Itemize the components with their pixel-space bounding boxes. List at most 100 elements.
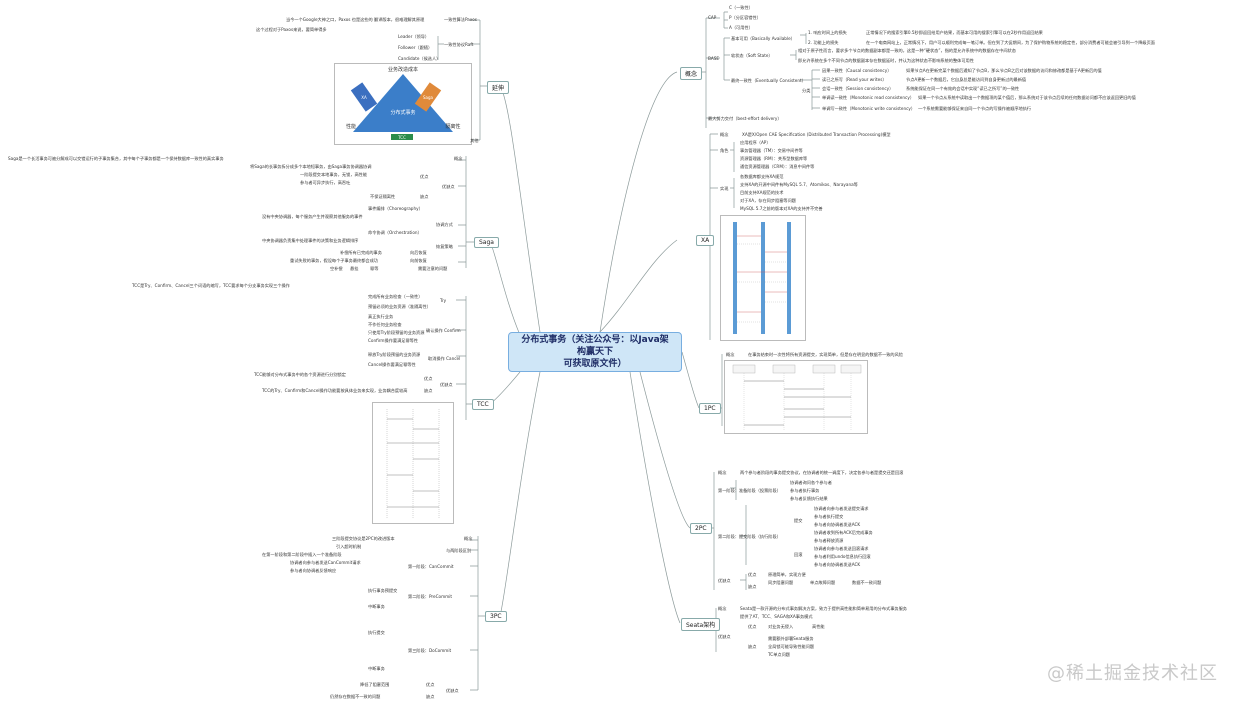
pc3-d1: 引入超时机制 [336, 544, 362, 549]
base-ec4d: 如果一个节点从系统中读取出一个数据项的某个值后，那么系统对于该节点后续的任何数据… [918, 95, 1136, 100]
center-topic[interactable]: 分布式事务（关注公众号：以Java架构赢天下可获取原文件） [508, 332, 682, 372]
seata-con1: 需要额外部署Seata服务 [768, 636, 814, 641]
pc3-conceptd: 三阶段提交协议是2PC的改进版本 [332, 536, 395, 541]
saga-rc1d: 补偿所有已完成的事务 [340, 250, 382, 255]
xa-i4: 对于XA，存在同步阻塞等问题 [740, 198, 796, 203]
extend-e2t: 一致性协议Raft [444, 42, 474, 47]
base-ec3d: 系统能保证在同一个有效的会话中实现“读已之所写”的一致性 [906, 86, 1020, 91]
tcc-try: Try [440, 298, 447, 303]
cap-a: A（可用性） [729, 25, 753, 30]
base-ss1: 相对于原子性而言，要求多个节点的数据副本都是一致的，这是一种“硬状态”，指的是允… [798, 48, 1016, 53]
center-line1: 分布式事务（关注公众号：以Java架构赢天下 [521, 335, 669, 357]
tcc-sequence-image [372, 402, 454, 524]
link-concept [599, 71, 678, 333]
pc2-p2c: 参与者执行提交 [814, 514, 844, 519]
link-2pc [639, 371, 691, 529]
link-xa [599, 239, 678, 333]
extend-triangle-image: 业务改造成本 性能 隔离性 分布式事务 TCC XA Saga [334, 63, 472, 145]
tcc-cf1: 真正执行业务 [368, 314, 394, 319]
xa-r3: 资源管理器（RM）：关系型数据库等 [740, 156, 808, 161]
extend-follower: Follower（跟随） [398, 45, 433, 50]
saga-rc2: 向前恢复 [410, 258, 427, 263]
pc2-p2a: 提交 [794, 518, 803, 523]
topic-3pc[interactable]: 3PC [485, 611, 507, 622]
saga-recover: 恢复策略 [436, 244, 453, 249]
saga-is2: 悬挂 [350, 266, 359, 271]
base-ss: 软状态（Soft State） [731, 53, 773, 58]
label-cap: CAP [708, 15, 717, 20]
pc2-p1c: 参与者反馈执行结果 [790, 496, 828, 501]
seata-conceptd: Seata是一款开源的分布式事务解决方案，致力于提供高性能和简单易用的分布式事务… [740, 606, 907, 611]
xa-i2: 支持XA的开源中间件有MySQL 5.7、Atomikos、Narayana等 [740, 182, 858, 187]
label-base: BASE [708, 56, 720, 61]
pc2-p2d: 参与者向协调者发送ACK [814, 522, 861, 527]
saga-m1: 事件编排（Choreography） [368, 206, 423, 211]
base-ba2d: 在一个电商网站上，正常情况下，用户可以顺利完成每一笔订单。但在到了大促期间，为了… [866, 40, 1155, 45]
saga-is1: 空补偿 [330, 266, 343, 271]
topic-seata[interactable]: Seata架构 [681, 618, 721, 631]
pc3-ph2: 第二阶段：PreCommit [408, 594, 453, 599]
pc2-con3: 数据不一致问题 [852, 580, 882, 585]
xa-i5: MySQL 5.7之前的版本对XA的支持并不完善 [740, 206, 823, 211]
xa-r4: 通信资源管理器（CRM）：消息中间件等 [740, 164, 815, 169]
topic-concept[interactable]: 概念 [680, 67, 703, 80]
topic-1pc[interactable]: 1PC [699, 403, 721, 414]
topic-2pc[interactable]: 2PC [690, 523, 712, 534]
base-ec1d: 如果节点A在更新完某个数据后通知了节点B，那么节点B之后对该数据的访问和修改都是… [906, 68, 1102, 73]
tcc-prod: TCC能够对分布式事务中的各个资源进行分别锁定 [254, 372, 346, 377]
saga-rc1: 向后恢复 [410, 250, 427, 255]
seata-conceptd2: 提供了AT、TCC、SAGA和XA事务模式 [740, 614, 813, 619]
base-be: 最大努力交付（best-effort delivery） [708, 116, 782, 121]
pc3-concept: 概念 [464, 536, 473, 541]
tcc-confirm: 确认操作 Confirm [426, 328, 461, 333]
topic-saga[interactable]: Saga [474, 237, 499, 248]
seata-pro: 优点 [748, 624, 757, 629]
pc2-phase1: 第一阶段：准备阶段（投票阶段） [718, 488, 781, 493]
base-ecsub: 分类 [802, 88, 811, 93]
pc1-sequence-image [724, 360, 868, 434]
seata-concept: 概念 [718, 606, 727, 611]
pc2-pros: 优缺点 [718, 578, 731, 583]
pc2-p2i: 参与者利用undo信息执行回滚 [814, 554, 871, 559]
xa-impl: 实现 [720, 186, 729, 191]
tcc-intro: TCC是Try、Confirm、Cancel三个词语的缩写，TCC要求每个分支事… [132, 283, 290, 288]
xa-r2: 事务管理器（TM）：交易中间件等 [740, 148, 803, 153]
extend-e1t: 一致性算法Paxos [444, 17, 477, 22]
pc3-cond: 仍然存在数据不一致的问题 [330, 694, 381, 699]
base-ec3: 会话一致性（Session consistency） [822, 86, 894, 91]
watermark: @稀土掘金技术社区 [1047, 663, 1218, 684]
base-ec5d: 一个系统需要能够保证来自同一个节点的写操作被顺序地执行 [918, 106, 1032, 111]
link-3pc [499, 371, 541, 617]
topic-xa[interactable]: XA [696, 235, 715, 246]
pc2-concept: 概念 [718, 470, 727, 475]
seata-con3: TC单点问题 [768, 652, 790, 657]
pc2-p2g: 回滚 [794, 552, 803, 557]
topic-tcc[interactable]: TCC [472, 399, 494, 410]
pc3-diff: 与两阶段区别 [446, 548, 472, 553]
pc2-conceptd: 两个参与者阶段的事务提交协议，在协调者的统一调度下，决定各参与者是提交还是回滚 [740, 470, 904, 475]
pc3-ph1: 第一阶段：CanCommit [408, 564, 454, 569]
saga-m1d: 没有中央协调器，每个服务产生并观察其他服务的事件 [262, 214, 363, 219]
saga-m2: 命令协调（Orchestration） [368, 230, 422, 235]
pc2-pro: 优点 [748, 572, 757, 577]
base-ec4: 单调读一致性（Monotonic read consistency） [822, 95, 915, 100]
xa-i3: 目前支持XA规范的技术 [740, 190, 784, 195]
pc2-prod: 原理简单，实现方便 [768, 572, 806, 577]
cap-p: P（分区容错性） [729, 15, 761, 20]
saga-con: 缺点 [420, 194, 429, 199]
xa-sequence-image [720, 215, 806, 341]
seata-pro1: 对业务无侵入 [768, 624, 794, 629]
tcc-cc2: Cancel操作要满足幂等性 [368, 362, 416, 367]
tcc-pros: 优缺点 [440, 382, 453, 387]
saga-concept: 概念 [454, 156, 463, 161]
tri-saga: Saga [423, 95, 434, 100]
saga-conceptd2: 将Saga的长事务拆分成多个本地短事务，由Saga事务协调器协调 [250, 164, 372, 169]
saga-rc2d: 重试失败的事务，假设每个子事务最终都会成功 [290, 258, 378, 263]
pc3-ph3b: 中断事务 [368, 666, 385, 671]
tcc-cc1: 释放Try阶段预留的业务资源 [368, 352, 421, 357]
link-tcc [489, 371, 521, 405]
seata-pro2: 高性能 [812, 624, 825, 629]
topic-extend[interactable]: 延伸 [487, 81, 510, 94]
link-1pc [681, 351, 700, 409]
tri-mid: 分布式事务 [390, 109, 415, 116]
